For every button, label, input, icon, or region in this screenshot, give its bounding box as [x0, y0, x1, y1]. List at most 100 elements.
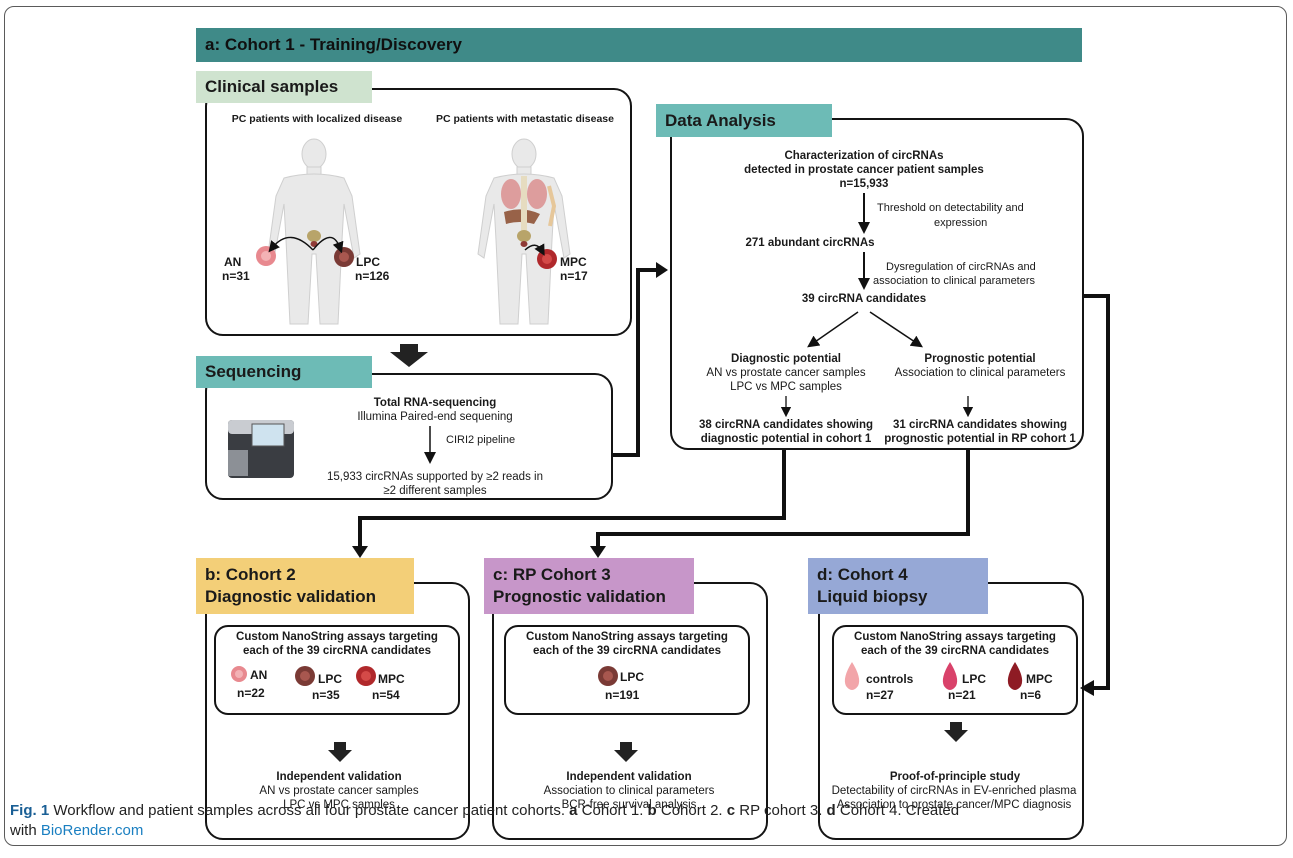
cohort2-assay-box — [214, 625, 460, 715]
analysis-dysreg2: association to clinical parameters — [873, 275, 1036, 287]
cohort2-assay2: each of the 39 circRNA candidates — [242, 645, 432, 657]
cohort4-controls-label: controls — [866, 672, 914, 686]
analysis-to-cohort3-line — [596, 450, 970, 548]
cohort3-title1: c: RP Cohort 3 — [493, 565, 611, 584]
analysis-diag-title: Diagnostic potential — [731, 353, 841, 365]
cohort3-lpc-label: LPC — [620, 670, 644, 684]
analysis-to-cohort4-line — [1084, 294, 1110, 690]
analysis-diag2: LPC vs MPC samples — [730, 381, 842, 393]
caption-c-text: RP cohort 3. — [735, 802, 827, 819]
analysis-to-cohort4-head — [1080, 680, 1094, 696]
caption-a: a — [569, 802, 578, 819]
analysis-diag-result2: diagnostic potential in cohort 1 — [700, 433, 872, 445]
caption-d-text: Cohort 4. Created — [835, 802, 960, 819]
cohort4-lpc-label: LPC — [962, 672, 986, 686]
metastatic-patient-figure — [477, 138, 571, 325]
clinical-samples-title: Clinical samples — [205, 77, 339, 96]
cohort2-validation1: AN vs prostate cancer samples — [259, 785, 419, 797]
caption-b: b — [647, 802, 657, 819]
localized-label: PC patients with localized disease — [231, 113, 403, 125]
analysis-arrow-diag — [807, 311, 859, 348]
analysis-char3: n=15,933 — [839, 178, 889, 190]
data-analysis-panel — [670, 118, 1084, 450]
analysis-char2: detected in prostate cancer patient samp… — [744, 164, 984, 176]
arrow-to-mpc — [524, 243, 545, 256]
cohort3-lpc-count: n=191 — [605, 688, 640, 702]
cohort1-lpc-count: n=126 — [355, 269, 390, 283]
cohort2-an-label: AN — [250, 668, 268, 682]
cohort1-lpc-tissue-icon — [334, 247, 354, 267]
sequencing-header: Sequencing — [196, 356, 372, 388]
cohort2-an-count: n=22 — [237, 686, 265, 700]
analysis-diag1: AN vs prostate cancer samples — [706, 367, 866, 379]
sequencing-pipeline: CIRI2 pipeline — [446, 434, 516, 446]
cohort4-header: d: Cohort 4 Liquid biopsy — [808, 558, 988, 614]
cohort2-mpc-label: MPC — [378, 672, 405, 686]
cohort4-assay1: Custom NanoString assays targeting — [854, 631, 1056, 643]
arrow-to-lpc — [312, 236, 344, 254]
cohort3-assay-box — [504, 625, 750, 715]
analysis-to-cohort2-line — [358, 450, 786, 548]
analysis-arrow-prog — [869, 311, 923, 348]
cohort1-mpc-tissue-icon — [537, 249, 557, 269]
cohort3-validation2: BCR-free survival analysis — [561, 799, 697, 811]
cohort3-assay1: Custom NanoString assays targeting — [526, 631, 728, 643]
cohort1-banner: a: Cohort 1 - Training/Discovery — [196, 28, 1082, 62]
cohort2-assay1: Custom NanoString assays targeting — [236, 631, 438, 643]
cohort3-lpc-tissue-icon — [598, 666, 618, 686]
cohort3-down-arrow — [614, 742, 638, 762]
analysis-diag-result1: 38 circRNA candidates showing — [698, 419, 874, 431]
cohort2-lpc-count: n=35 — [312, 688, 340, 702]
cohort1-an-label: AN — [224, 255, 242, 269]
analysis-prog-result2: prognostic potential in RP cohort 1 — [884, 433, 1076, 445]
analysis-to-cohort3-head — [590, 546, 606, 558]
figure-frame — [4, 6, 1287, 846]
cohort2-lpc-tissue-icon — [295, 666, 315, 686]
sequencing-title: Sequencing — [205, 362, 302, 381]
cohort4-title2: Liquid biopsy — [817, 587, 928, 606]
cohort4-validation-title: Proof-of-principle study — [889, 771, 1021, 783]
cohort3-assay2: each of the 39 circRNA candidates — [532, 645, 722, 657]
caption-line2: with — [10, 822, 41, 839]
cohort2-title1: b: Cohort 2 — [205, 565, 296, 584]
cohort4-assay2: each of the 39 circRNA candidates — [860, 645, 1050, 657]
cohort2-title2: Diagnostic validation — [205, 587, 376, 606]
cohort4-mpc-drop-icon — [1007, 662, 1023, 690]
sequencer-machine-icon — [228, 420, 294, 478]
analysis-prog-result1: 31 circRNA candidates showing — [892, 419, 1068, 431]
cohort4-validation2: Association to prostate cancer/MPC diagn… — [836, 799, 1072, 811]
cohort4-mpc-label: MPC — [1026, 672, 1053, 686]
caption-b-text: Cohort 2. — [656, 802, 727, 819]
analysis-to-cohort2-head — [352, 546, 368, 558]
cohort2-mpc-count: n=54 — [372, 688, 400, 702]
sequencing-to-analysis-head — [656, 262, 668, 278]
caption-c: c — [726, 802, 736, 819]
cohort2-lpc-label: LPC — [318, 672, 342, 686]
cohort3-validation1: Association to clinical parameters — [543, 785, 715, 797]
cohort4-lpc-count: n=21 — [948, 688, 976, 702]
clinical-to-sequencing-arrow — [390, 344, 428, 367]
cohort4-controls-count: n=27 — [866, 688, 894, 702]
metastatic-label: PC patients with metastatic disease — [436, 113, 614, 125]
cohort3-title2: Prognostic validation — [493, 587, 666, 606]
analysis-dysreg1: Dysregulation of circRNAs and — [886, 261, 1036, 273]
cohort4-down-arrow — [944, 722, 968, 742]
arrow-to-an — [268, 236, 314, 253]
analysis-prog-title: Prognostic potential — [924, 353, 1036, 365]
caption-text1: Workflow and patient samples across all … — [49, 802, 570, 819]
sequencing-result1: 15,933 circRNAs supported by ≥2 reads in — [327, 471, 543, 483]
biorender-link[interactable]: BioRender.com — [40, 822, 144, 839]
cohort4-lpc-drop-icon — [942, 662, 958, 690]
cohort1-title: a: Cohort 1 - Training/Discovery — [205, 35, 462, 54]
analysis-candidates: 39 circRNA candidates — [801, 293, 927, 305]
cohort4-controls-drop-icon — [844, 662, 860, 690]
caption-d: d — [826, 802, 836, 819]
analysis-threshold1: Threshold on detectability and — [877, 202, 1024, 214]
cohort1-an-tissue-icon — [256, 246, 276, 266]
cohort1-an-count: n=31 — [222, 269, 250, 283]
cohort4-validation1: Detectability of circRNAs in EV-enriched… — [831, 785, 1077, 797]
clinical-samples-header: Clinical samples — [196, 71, 372, 103]
cohort1-mpc-label: MPC — [560, 255, 587, 269]
analysis-threshold2: expression — [934, 217, 988, 229]
figure-caption: Fig. 1 Workflow and patient samples acro… — [10, 801, 1280, 841]
